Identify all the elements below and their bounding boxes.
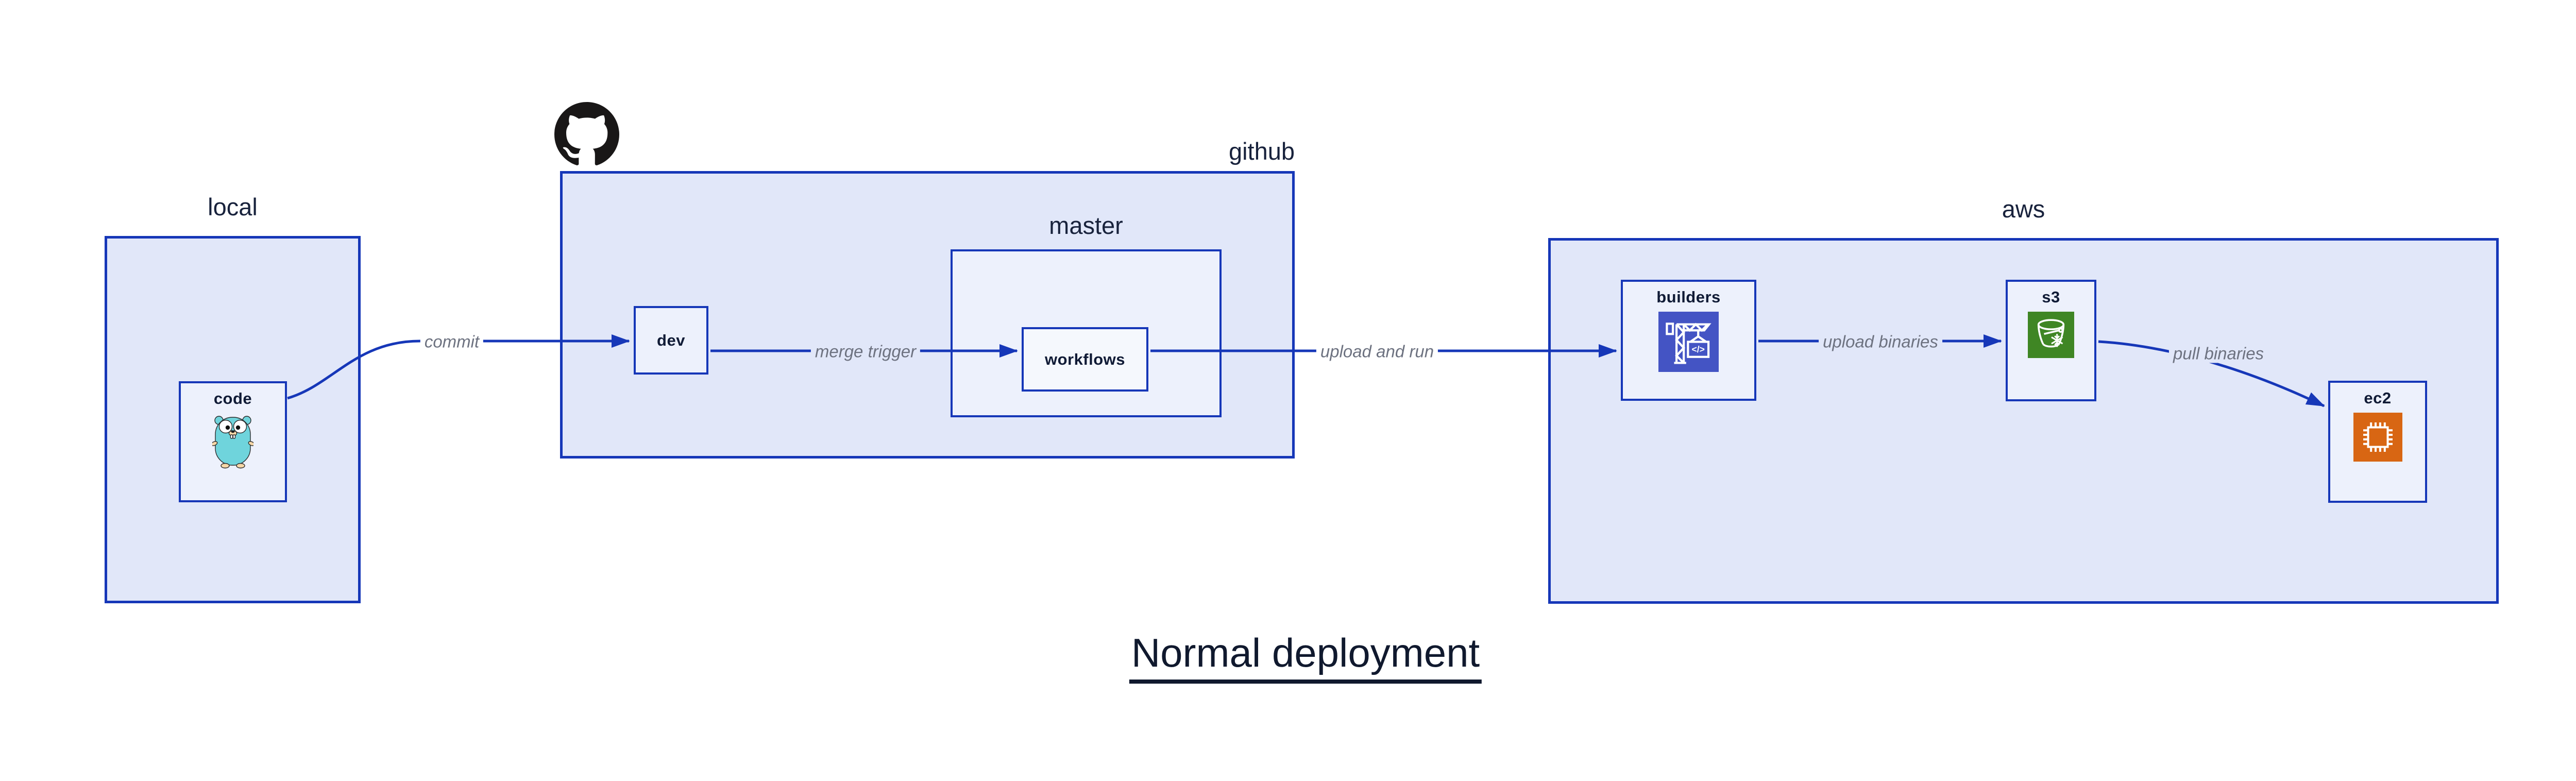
local-container-label: local — [208, 193, 258, 220]
node-builders-label: builders — [1656, 288, 1721, 306]
edge-label-commit: commit — [420, 332, 484, 351]
edge-label-merge-trigger: merge trigger — [810, 342, 921, 361]
github-container-label: github — [1228, 138, 1295, 165]
node-code: code — [179, 381, 287, 502]
aws-ec2-icon — [2353, 413, 2402, 462]
github-octocat-icon — [554, 102, 619, 165]
go-gopher-icon — [212, 416, 253, 469]
edge-label-pull-binaries: pull binaries — [2168, 344, 2268, 363]
node-dev-label: dev — [657, 331, 685, 349]
node-workflows: workflows — [1022, 327, 1148, 392]
master-container-label: master — [1049, 212, 1123, 239]
aws-container-label: aws — [2002, 195, 2045, 223]
svg-text:</>: </> — [1692, 344, 1705, 354]
aws-s3-glacier-icon — [2028, 312, 2074, 358]
edge-label-upload-binaries: upload binaries — [1819, 332, 1942, 351]
node-builders: builders </> — [1621, 280, 1756, 401]
aws-codebuild-icon: </> — [1658, 312, 1719, 372]
node-ec2: ec2 — [2328, 381, 2427, 503]
node-workflows-label: workflows — [1044, 350, 1126, 368]
node-s3: s3 — [2006, 280, 2096, 401]
edge-label-upload-and-run: upload and run — [1316, 342, 1438, 361]
node-s3-label: s3 — [2042, 288, 2060, 306]
node-code-label: code — [213, 389, 252, 408]
node-dev: dev — [634, 306, 708, 375]
diagram-title: Normal deployment — [1129, 630, 1482, 684]
node-ec2-label: ec2 — [2364, 389, 2392, 407]
